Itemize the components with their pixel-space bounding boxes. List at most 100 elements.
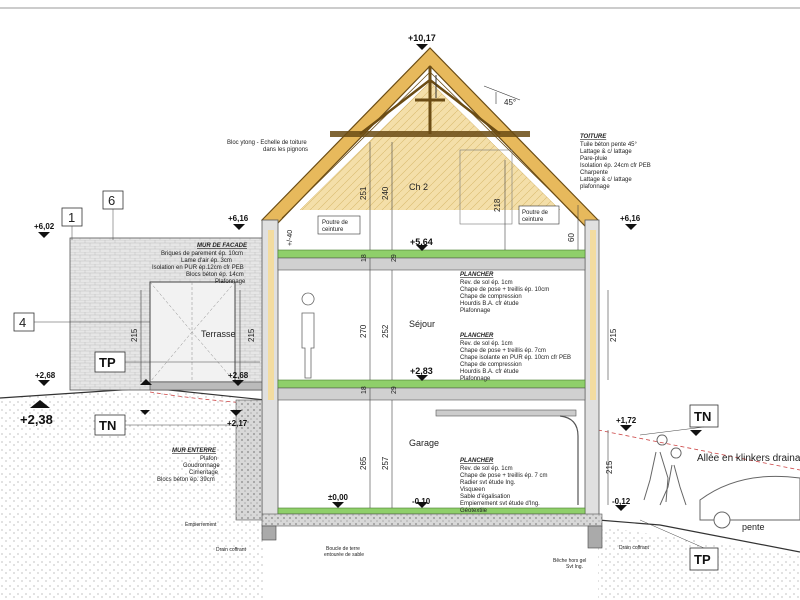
dim-29a: 29 [391, 254, 398, 262]
svg-text:Chape isolante en PUR ép. 10cm: Chape isolante en PUR ép. 10cm cfr PEB [460, 355, 571, 361]
svg-text:Chape de pose + treillis ép. 1: Chape de pose + treillis ép. 10cm [460, 287, 549, 293]
note-poutre-right-1: Poutre de [522, 210, 549, 216]
svg-text:plafonnage: plafonnage [580, 184, 610, 190]
dim-40: +/-40 [287, 230, 294, 246]
tag-4: 4 [19, 315, 26, 330]
dim-215-terrace: 215 [247, 328, 256, 342]
tag-tp-left: TP [99, 355, 116, 370]
note-poutre-left-1: Poutre de [322, 220, 349, 226]
note-beche-1: Bêche hors gel [553, 558, 586, 564]
svg-text:Chape de pose + treillis ép. 7: Chape de pose + treillis ép. 7 cm [460, 473, 548, 479]
svg-text:Blocs béton ép. 14cm: Blocs béton ép. 14cm [186, 272, 244, 278]
svg-text:TOITURE: TOITURE [580, 134, 607, 140]
level-garage: ±0,00 [328, 493, 349, 502]
level-eave-left: +6,16 [228, 214, 249, 223]
dim-18a: 18 [361, 254, 368, 262]
note-drain-right: Drain coffrant [619, 545, 650, 551]
note-bloc-ytong: Bloc ytong - Echelle de toiture [227, 140, 307, 146]
svg-text:Lattage & c/ lattage: Lattage & c/ lattage [580, 149, 632, 155]
svg-text:Briques de parement ép. 10cm: Briques de parement ép. 10cm [161, 251, 243, 257]
svg-text:Chape de compression: Chape de compression [460, 362, 522, 368]
svg-text:Isolation ép. 24cm cfr PEB: Isolation ép. 24cm cfr PEB [580, 163, 651, 169]
spec-mur-facade: MUR DE FACADE Briques de parement ép. 10… [152, 243, 248, 285]
walker-figure-2 [659, 447, 687, 506]
dim-270: 270 [359, 324, 368, 338]
spec-plancher-3: PLANCHER Rev. de sol ép. 1cm Chape de po… [460, 458, 548, 514]
svg-text:Chape de pose + treillis ép. 7: Chape de pose + treillis ép. 7cm [460, 348, 546, 354]
room-terrasse: Terrasse [201, 329, 236, 339]
svg-text:Radier svt étude Ing.: Radier svt étude Ing. [460, 480, 516, 486]
spec-plancher-2: PLANCHER Rev. de sol ép. 1cm Chape de po… [460, 333, 571, 382]
room-garage: Garage [409, 438, 439, 448]
note-boucle-2: entourée de sable [324, 552, 364, 558]
dim-265: 265 [359, 456, 368, 470]
left-soil [0, 388, 265, 600]
floor1-slab [277, 257, 586, 271]
level-street-bottom: -0,12 [612, 497, 631, 506]
dim-215-right: 215 [609, 328, 618, 342]
svg-text:Charpente: Charpente [580, 170, 609, 176]
level-ground-left: +2,38 [20, 412, 53, 427]
svg-text:Lame d'air ép. 3cm: Lame d'air ép. 3cm [181, 258, 232, 264]
svg-text:Isolation en PUR ép.12cm cfr P: Isolation en PUR ép.12cm cfr PEB [152, 265, 244, 271]
note-bloc-ytong-2: dans les pignons [263, 147, 308, 153]
note-drain-left: Drain coffrant [216, 547, 247, 553]
person-figure [301, 292, 315, 379]
car-outline [699, 475, 800, 521]
tag-1: 1 [68, 210, 75, 225]
tag-6: 6 [108, 193, 115, 208]
spec-plancher-1: PLANCHER Rev. de sol ép. 1cm Chape de po… [460, 272, 549, 314]
dim-29b: 29 [391, 386, 398, 394]
tag-tn-right: TN [694, 409, 711, 424]
svg-text:Rev. de sol ép. 1cm: Rev. de sol ép. 1cm [460, 466, 513, 472]
note-boucle-1: Boucle de terre [326, 546, 360, 552]
level-floor0: +2,83 [410, 366, 433, 376]
svg-text:Hourdis B.A. cfr étude: Hourdis B.A. cfr étude [460, 369, 519, 375]
floor0-slab [277, 387, 586, 401]
level-floor1: +5,64 [410, 237, 433, 247]
svg-text:Visqueen: Visqueen [460, 487, 485, 493]
note-empierrement: Empierrement [185, 522, 217, 528]
svg-text:Géotextile: Géotextile [460, 508, 488, 514]
svg-text:Goudronnage: Goudronnage [183, 463, 220, 469]
dim-252: 252 [381, 324, 390, 338]
level-eave-right: +6,16 [620, 214, 641, 223]
svg-text:Plafonnage: Plafonnage [460, 376, 491, 382]
svg-text:Plafon: Plafon [200, 456, 217, 462]
tag-tn-left: TN [99, 418, 116, 433]
level-street-right: +1,72 [616, 416, 637, 425]
svg-text:MUR DE FACADE: MUR DE FACADE [197, 243, 248, 249]
svg-text:Rev. de sol ép. 1cm: Rev. de sol ép. 1cm [460, 280, 513, 286]
spec-mur-enterre: MUR ENTERRE Plafon Goudronnage Cimentage… [157, 448, 220, 483]
level-garage-slab: -0,10 [412, 497, 431, 506]
svg-text:Sable d'égalisation: Sable d'égalisation [460, 494, 510, 500]
level-tn-left: +2,17 [227, 419, 248, 428]
note-beche-2: Svt Ing. [566, 564, 583, 570]
svg-text:Cimentage: Cimentage [189, 470, 219, 476]
svg-text:Plafonnage: Plafonnage [215, 279, 246, 285]
dim-215-garage: 215 [605, 460, 614, 474]
svg-text:PLANCHER: PLANCHER [460, 272, 494, 278]
svg-text:MUR ENTERRE: MUR ENTERRE [172, 448, 217, 454]
dim-18b: 18 [361, 386, 368, 394]
dim-257: 257 [381, 456, 390, 470]
note-poutre-right-2: ceinture [522, 217, 544, 223]
level-ridge: +10,17 [408, 33, 436, 43]
svg-text:Empierrement svt étude d'Ing.: Empierrement svt étude d'Ing. [460, 501, 540, 507]
walker-figure-1 [643, 434, 669, 503]
room-ch2: Ch 2 [409, 182, 428, 192]
tag-tp-right: TP [694, 552, 711, 567]
dim-240: 240 [381, 186, 390, 200]
dim-60: 60 [567, 233, 576, 242]
buried-wall [235, 399, 263, 521]
svg-text:Pare-pluie: Pare-pluie [580, 156, 608, 162]
room-sejour: Séjour [409, 319, 435, 329]
svg-text:PLANCHER: PLANCHER [460, 333, 494, 339]
svg-text:Lattage & c/ lattage: Lattage & c/ lattage [580, 177, 632, 183]
svg-text:Blocs béton ép. 39cm: Blocs béton ép. 39cm [157, 477, 215, 483]
svg-text:Hourdis B.A. cfr étude: Hourdis B.A. cfr étude [460, 301, 519, 307]
dim-215-left: 215 [130, 328, 139, 342]
